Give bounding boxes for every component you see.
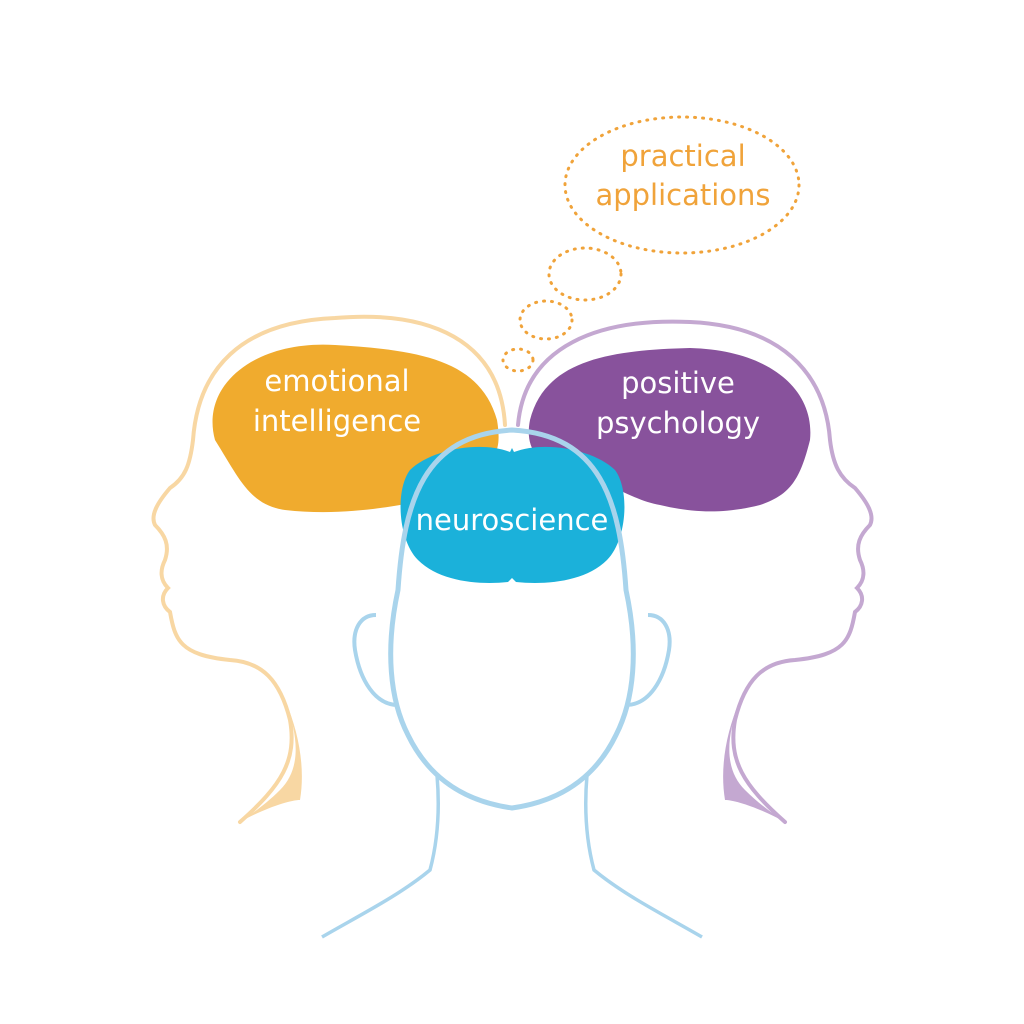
- thought-bubbles: [501, 115, 801, 373]
- center-brain: [400, 446, 625, 583]
- thought-bubble-medium: [518, 299, 574, 341]
- center-neck-left: [321, 774, 441, 939]
- right-neck-band: [723, 700, 787, 823]
- center-right-ear: [625, 613, 672, 707]
- thought-bubble-small: [501, 347, 535, 373]
- right-head-outline: [516, 319, 874, 824]
- left-brain-label-line2: intelligence: [253, 404, 421, 438]
- right-brain-label-line1: positive: [621, 366, 735, 400]
- left-head-outline: [151, 314, 507, 824]
- center-neck-right: [583, 774, 703, 939]
- center-left-ear: [352, 613, 399, 707]
- thought-bubble-large: [547, 246, 623, 302]
- center-head-outline: [388, 427, 636, 811]
- thought-bubble-label-line2: applications: [595, 178, 770, 212]
- left-brain-label-line1: emotional: [264, 364, 409, 398]
- center-brain-label: neuroscience: [416, 503, 609, 537]
- left-neck-band: [238, 700, 302, 823]
- thought-bubble-main: [563, 115, 801, 255]
- center-head: neuroscience: [321, 427, 703, 939]
- right-brain-label-line2: psychology: [596, 406, 760, 440]
- thought-bubble-label-line1: practical: [620, 139, 745, 173]
